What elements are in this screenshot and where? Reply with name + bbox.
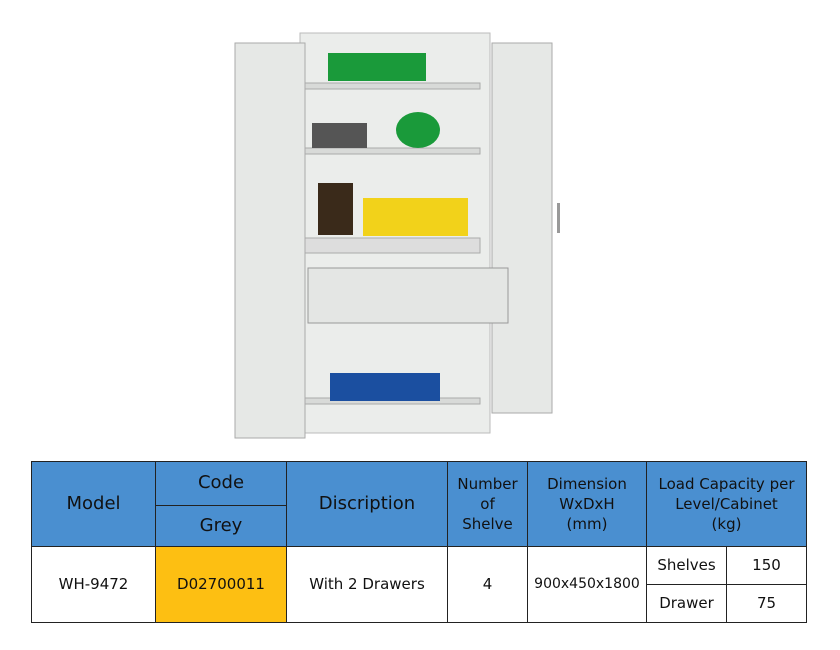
header-dimension-line: Dimension	[547, 474, 627, 493]
header-description: Discription	[286, 461, 448, 547]
cell-shelves: 4	[447, 546, 528, 623]
header-shelves-line: Shelve	[462, 515, 513, 534]
cell-dimension: 900x450x1800	[527, 546, 647, 623]
cabinet-product-image	[234, 32, 560, 439]
cell-load-drawer-label: Drawer	[646, 584, 727, 623]
header-load-line: Level/Cabinet	[675, 494, 778, 513]
header-number-of-shelves: Number of Shelve	[447, 461, 528, 547]
header-load-capacity: Load Capacity per Level/Cabinet (kg)	[646, 461, 807, 547]
header-dimension-line: WxDxH	[559, 494, 615, 513]
header-shelves-line: of	[480, 494, 495, 513]
cell-description: With 2 Drawers	[286, 546, 448, 623]
header-code: Code	[155, 461, 287, 506]
header-model: Model	[31, 461, 156, 547]
cell-load-shelves-label: Shelves	[646, 546, 727, 585]
header-dimension-line: (mm)	[566, 515, 608, 534]
cell-code: D02700011	[155, 546, 287, 623]
header-grey: Grey	[155, 505, 287, 547]
cell-model: WH-9472	[31, 546, 156, 623]
cell-load-drawer-value: 75	[726, 584, 807, 623]
header-dimension: Dimension WxDxH (mm)	[527, 461, 647, 547]
cell-load-shelves-value: 150	[726, 546, 807, 585]
header-load-line: Load Capacity per	[658, 474, 795, 493]
header-shelves-line: Number	[457, 474, 518, 493]
header-load-line: (kg)	[711, 515, 742, 534]
